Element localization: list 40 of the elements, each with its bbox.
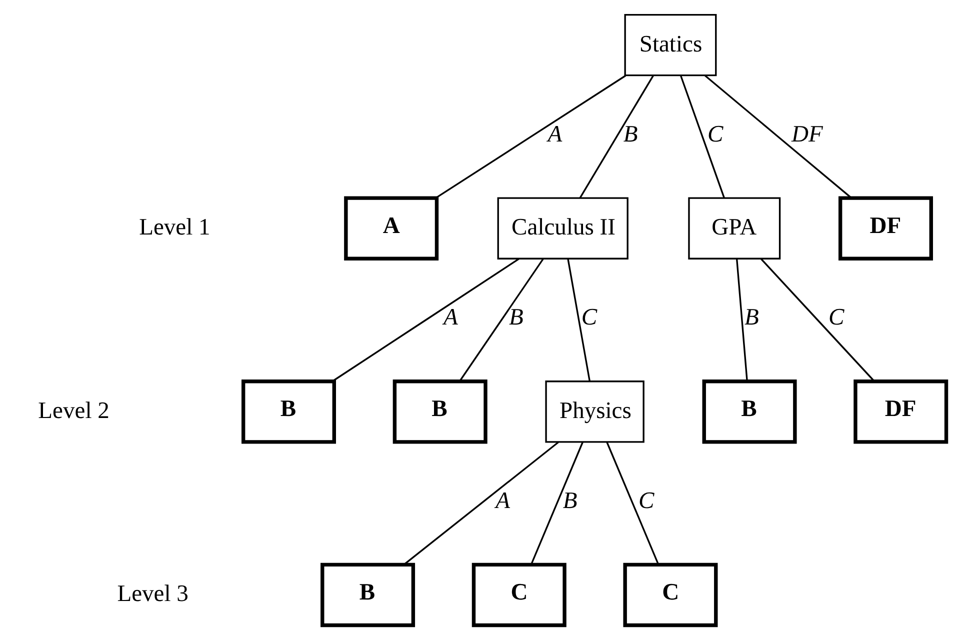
label: Level 2 [38, 398, 110, 424]
node-box: B [702, 380, 797, 444]
connector [704, 75, 852, 198]
connector [459, 258, 544, 382]
node-box: GPA [688, 197, 781, 260]
node-box: C [623, 562, 718, 628]
connector [436, 74, 626, 199]
connector [567, 258, 590, 382]
node-box: DF [838, 196, 933, 260]
edge-label: B [744, 304, 759, 331]
node-box: Physics [545, 380, 644, 443]
edge-label: C [581, 304, 598, 331]
node-box: B [392, 380, 488, 444]
node-box: B [242, 380, 336, 444]
connector [579, 75, 654, 198]
connector [530, 442, 584, 565]
edge-label: A [496, 488, 510, 514]
node-box: C [472, 562, 566, 628]
connector [404, 442, 559, 566]
edge-label: C [638, 488, 654, 514]
edge-label: C [828, 304, 844, 331]
connector [606, 442, 660, 565]
label: Level 3 [117, 581, 188, 608]
edge-label: C [707, 121, 724, 148]
connector [760, 258, 875, 382]
edge-label: B [623, 121, 638, 148]
node-box: Statics [624, 14, 717, 76]
edge-label: DF [792, 121, 823, 148]
edge-label: A [548, 121, 562, 148]
node-box: DF [854, 380, 948, 444]
node-box: B [320, 562, 416, 628]
connector [680, 75, 725, 198]
edge-label: B [509, 304, 524, 331]
node-box: Calculus II [497, 197, 628, 260]
label: Level 1 [139, 214, 210, 241]
edge-label: A [443, 304, 458, 331]
node-box: A [344, 196, 439, 260]
connector [736, 258, 748, 382]
edge-label: B [562, 488, 578, 514]
connector [332, 258, 520, 382]
